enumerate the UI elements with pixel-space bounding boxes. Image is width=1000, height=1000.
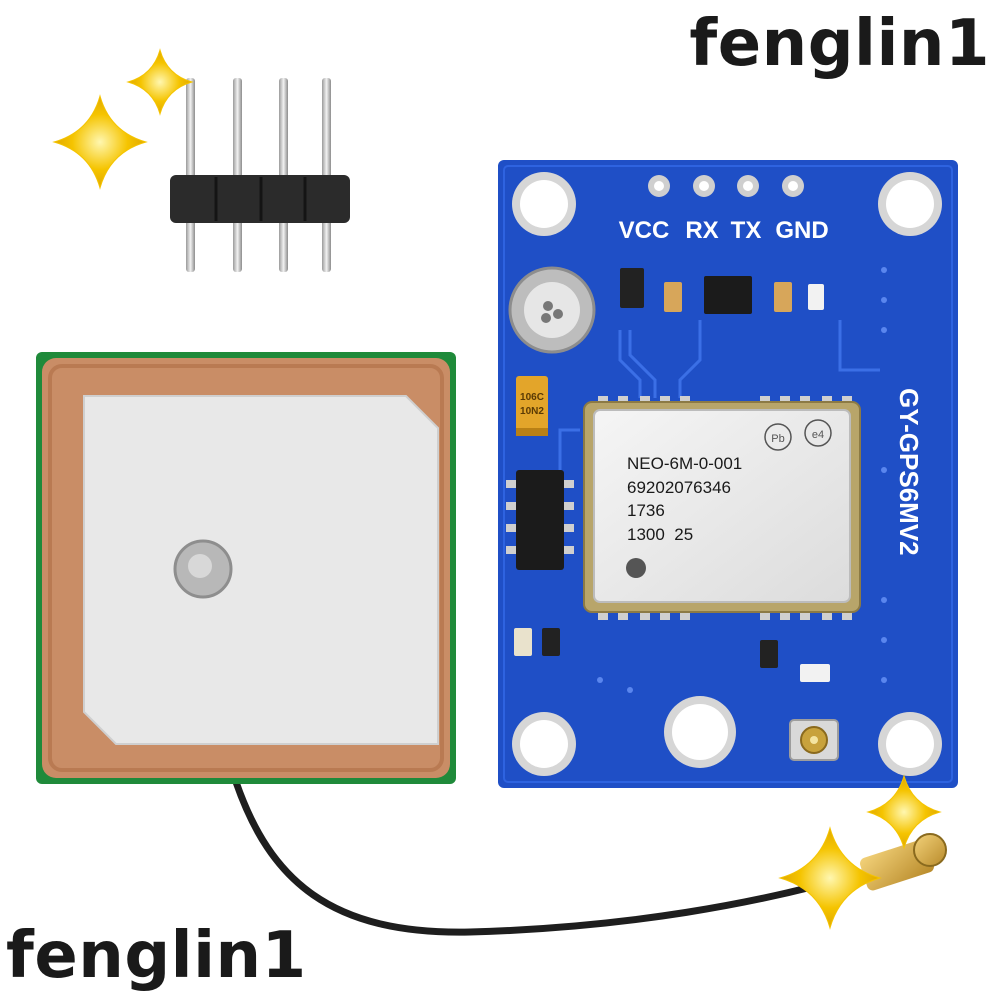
pin1-dot [626, 558, 646, 578]
sparkle-icon [866, 774, 942, 850]
sparkle-decorations [52, 48, 942, 930]
pin-label-gnd: GND [775, 217, 828, 244]
tantalum-capacitor: 106C 10N2 [516, 376, 548, 436]
smd-capacitor [800, 664, 830, 682]
watermark-bottom: fenglin1 [6, 919, 307, 993]
pin-label-rx: RX [685, 217, 718, 244]
pin-header [170, 78, 350, 272]
sparkle-icon [126, 48, 194, 116]
smd-resistor [542, 628, 560, 656]
capacitor-value: 10N2 [520, 406, 544, 417]
header-pads [648, 175, 804, 197]
neo6m-module: NEO-6M-0-001 69202076346 1736 1300 25 Pb… [583, 401, 861, 613]
board-model-label: GY-GPS6MV2 [894, 388, 924, 556]
e4-mark [804, 419, 832, 447]
smd-resistor [664, 282, 682, 312]
patch-antenna [36, 352, 456, 784]
e4-mark-text: e4 [812, 429, 824, 441]
module-line-3: 1736 [627, 501, 665, 520]
status-led [514, 628, 532, 656]
side-vias [597, 267, 887, 693]
ufl-connector [789, 719, 839, 761]
pb-mark-text: Pb [771, 433, 784, 445]
sparkle-icon [778, 826, 882, 930]
pb-free-mark [764, 423, 792, 451]
pin-label-vcc: VCC [619, 217, 670, 244]
backup-battery [508, 266, 596, 354]
smd-resistor [808, 284, 824, 310]
smd-resistor [774, 282, 792, 312]
antenna-cable [232, 778, 884, 936]
watermark-top: fenglin1 [689, 7, 990, 81]
module-pads [598, 396, 852, 620]
smd-component [620, 268, 644, 308]
eeprom-chip [506, 470, 574, 570]
antenna-silver-patch [83, 395, 439, 745]
gps-board: VCC RX TX GND [498, 160, 958, 788]
pcb-traces [558, 320, 880, 470]
sparkle-icon [52, 94, 148, 190]
pin-label-tx: TX [731, 217, 762, 244]
capacitor-code: 106C [520, 392, 544, 403]
module-line-1: NEO-6M-0-001 [627, 454, 742, 473]
regulator-chip [704, 276, 752, 314]
module-line-4: 1300 25 [627, 525, 693, 544]
smd-resistor [760, 640, 778, 668]
module-line-2: 69202076346 [627, 478, 731, 497]
